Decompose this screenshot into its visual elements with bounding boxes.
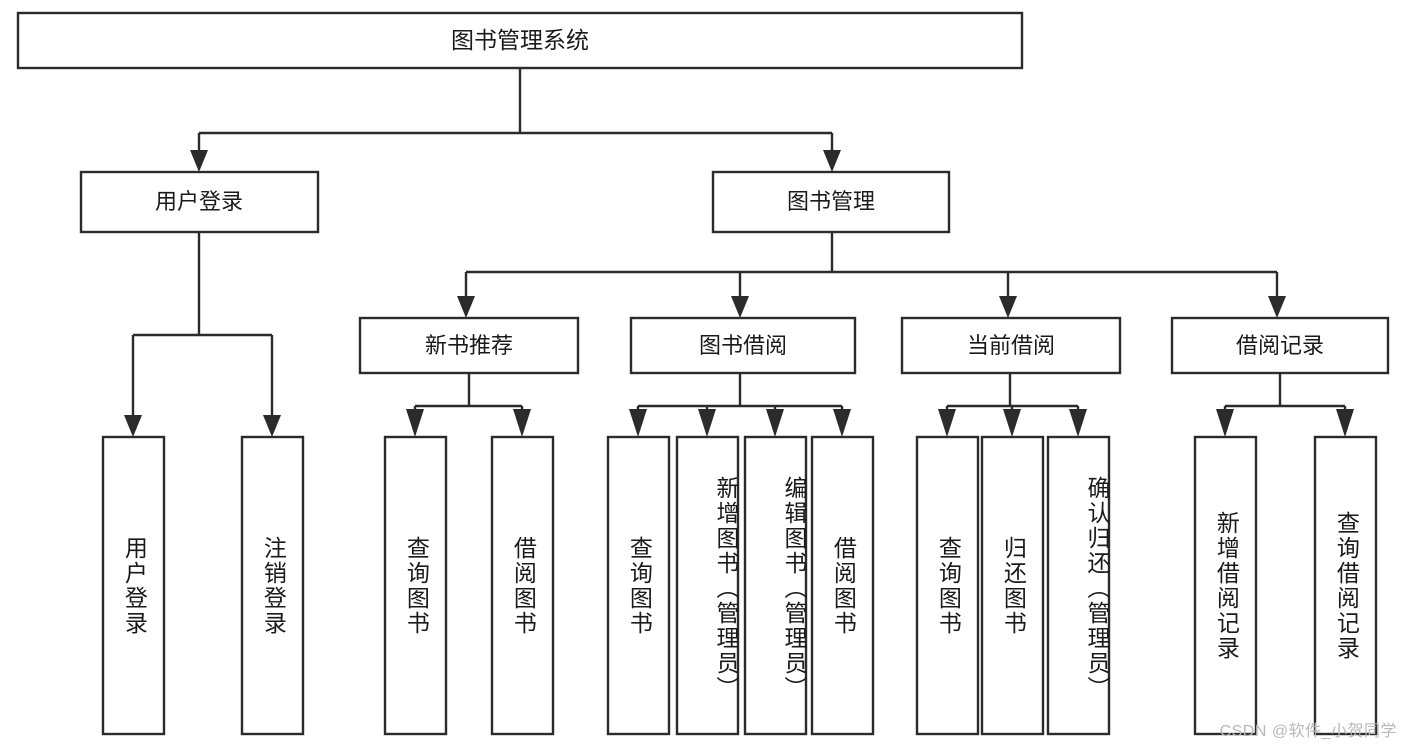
arrow-head-icon <box>406 409 424 437</box>
node-user-login[interactable]: 用户登录 <box>79 170 320 234</box>
leaf-box-query-borrow-record[interactable] <box>1313 435 1378 736</box>
leaf-box-add-book[interactable] <box>675 435 740 736</box>
node-current-borrow[interactable]: 当前借阅 <box>900 316 1122 375</box>
connector-newbook-to-leaves <box>406 373 531 437</box>
node-current-borrow-label: 当前借阅 <box>967 333 1055 358</box>
leaf-box-user-login[interactable] <box>101 435 166 736</box>
arrow-head-icon <box>823 150 841 172</box>
arrow-head-icon <box>457 296 475 318</box>
arrow-head-icon <box>124 415 142 437</box>
node-book-borrow-label: 图书借阅 <box>699 333 787 358</box>
connector-currentborrow-to-leaves <box>938 373 1087 437</box>
arrow-head-icon <box>1268 296 1286 318</box>
node-new-book-recommend[interactable]: 新书推荐 <box>358 316 580 375</box>
node-borrow-record-label: 借阅记录 <box>1236 333 1324 358</box>
node-user-login-label: 用户登录 <box>155 189 243 214</box>
leaf-box-confirm-return[interactable] <box>1046 435 1111 736</box>
arrow-head-icon <box>766 409 784 437</box>
node-new-book-recommend-label: 新书推荐 <box>425 333 513 358</box>
leaf-box-query-book-1[interactable] <box>383 435 448 736</box>
arrow-head-icon <box>999 296 1017 318</box>
arrow-head-icon <box>1336 409 1354 437</box>
leaf-box-return-book[interactable] <box>980 435 1045 736</box>
leaf-box-borrow-book-1[interactable] <box>490 435 555 736</box>
leaf-box-query-book-2[interactable] <box>606 435 671 736</box>
arrow-head-icon <box>1069 409 1087 437</box>
leaf-box-borrow-book-2[interactable] <box>810 435 875 736</box>
leaf-box-logout[interactable] <box>240 435 305 736</box>
node-root[interactable]: 图书管理系统 <box>16 11 1024 70</box>
connector-bookmgmt-to-level3 <box>457 232 1286 318</box>
arrow-head-icon <box>1216 409 1234 437</box>
connector-borrowrecord-to-leaves <box>1216 373 1354 437</box>
arrow-head-icon <box>938 409 956 437</box>
arrow-head-icon <box>1003 409 1021 437</box>
leaf-box-add-borrow-record[interactable] <box>1193 435 1258 736</box>
arrow-head-icon <box>513 409 531 437</box>
connector-userlogin-to-leaves <box>124 232 281 437</box>
arrow-head-icon <box>731 296 749 318</box>
connector-root-to-level2 <box>190 68 841 172</box>
arrow-head-icon <box>833 409 851 437</box>
leaf-box-query-book-3[interactable] <box>915 435 980 736</box>
arrow-head-icon <box>263 415 281 437</box>
node-root-label: 图书管理系统 <box>451 27 589 53</box>
node-book-borrow[interactable]: 图书借阅 <box>629 316 857 375</box>
node-book-management[interactable]: 图书管理 <box>711 170 951 234</box>
leaf-box-edit-book[interactable] <box>743 435 808 736</box>
watermark-text: CSDN @软件_小贺同学 <box>1219 723 1397 740</box>
arrow-head-icon <box>190 150 208 172</box>
connector-bookborrow-to-leaves <box>629 373 851 437</box>
node-book-management-label: 图书管理 <box>787 189 875 214</box>
node-borrow-record[interactable]: 借阅记录 <box>1170 316 1390 375</box>
arrow-head-icon <box>629 409 647 437</box>
arrow-head-icon <box>698 409 716 437</box>
